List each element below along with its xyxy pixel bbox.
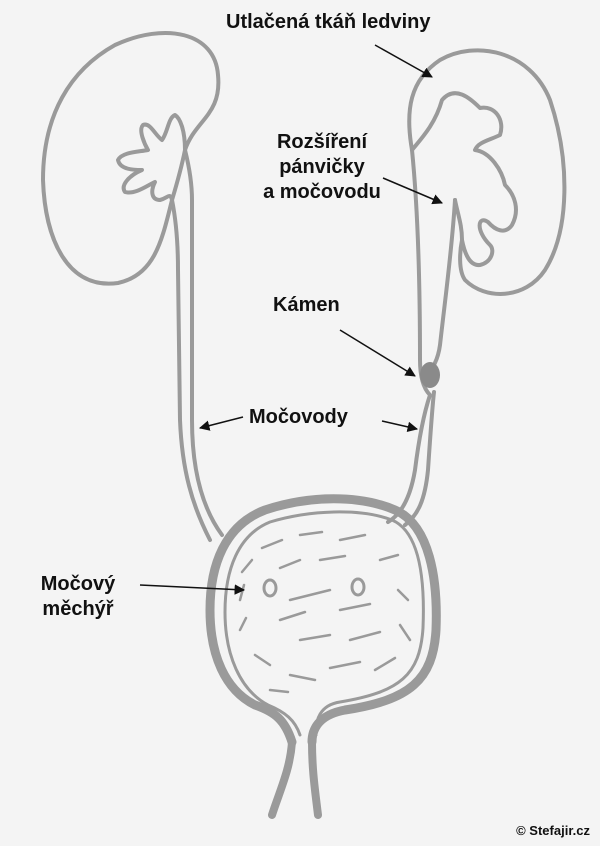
label-bladder-line-1: Močový [40,573,116,595]
label-bladder-line-2: měchýř [42,598,114,620]
ureteral-orifice-right [350,577,366,597]
label-ureters: Močovody [249,406,348,428]
right-ureter-outer [386,148,432,524]
label-dilation-line-3: a močovodu [263,181,381,203]
arrow-ureter-left [198,416,244,431]
left-kidney [41,31,221,286]
left-renal-pelvis [116,113,187,202]
urethra-left [268,738,296,819]
left-ureter-inner [170,198,212,542]
urethra-right [308,738,322,819]
left-ureter-outer [183,148,224,537]
bladder-mucosa-folds [238,530,412,694]
copyright-credit: © Stefajir.cz [516,823,590,838]
label-stone: Kámen [273,294,340,316]
label-bladder: Močový měchýř [28,572,128,622]
ureteral-orifice-left [262,578,278,598]
label-dilation-line-1: Rozšíření [276,131,368,153]
arrow-compressed-tissue [374,44,433,78]
right-dilated-pelvis [410,91,518,268]
label-compressed-tissue: Utlačená tkáň ledviny [226,11,431,33]
bladder-outer-wall [205,494,441,747]
arrow-dilation [382,177,443,205]
arrow-stone [339,329,416,377]
arrow-bladder [139,584,246,595]
bladder-inner-wall [223,510,425,737]
kidney-stone [420,362,440,388]
label-dilation: Rozšíření pánvičky a močovodu [247,130,397,205]
right-kidney [407,48,567,296]
arrow-ureter-right [381,420,419,433]
label-dilation-line-2: pánvičky [279,156,365,178]
